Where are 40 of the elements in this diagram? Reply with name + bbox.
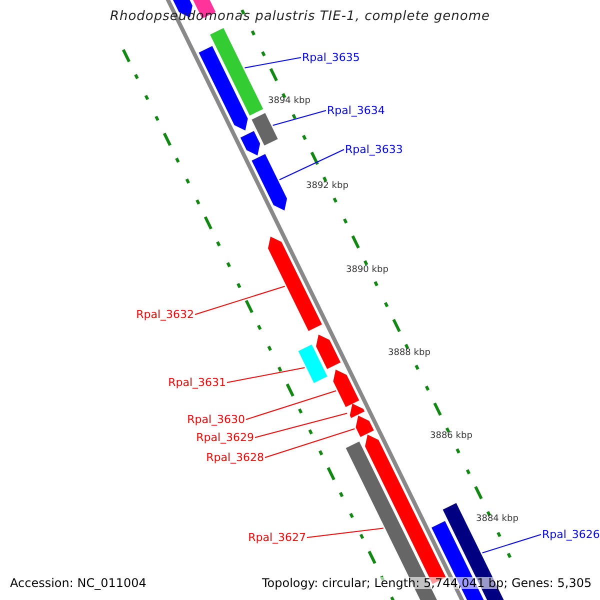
leader-line [264, 428, 356, 458]
gene-block [210, 28, 264, 116]
leader-line [244, 57, 302, 68]
gene-label: Rpal_3635 [302, 52, 360, 63]
genome-info-text: Topology: circular; Length: 5,744,041 bp; Genes: 5,305 [262, 577, 592, 589]
gene-block [316, 334, 341, 370]
leader-line [306, 528, 384, 538]
leader-line [278, 149, 344, 180]
gene-label: Rpal_3632 [136, 309, 194, 320]
tick-label: 3894 kbp [268, 97, 310, 106]
gene-block [268, 236, 322, 332]
map-title: Rhodopseudomonas palustris TIE-1, complete genome [108, 10, 492, 23]
gene-label: Rpal_3626 [542, 529, 600, 540]
gene-label: Rpal_3628 [206, 452, 264, 463]
gene-block [252, 113, 278, 146]
tick-label: 3890 kbp [346, 266, 388, 275]
leader-line [226, 367, 306, 383]
tick-label: 3884 kbp [476, 515, 518, 524]
gene-label: Rpal_3634 [327, 105, 385, 116]
gene-block [198, 46, 248, 130]
gene-block [356, 416, 374, 438]
gene-block [350, 404, 365, 418]
gene-label: Rpal_3629 [196, 432, 254, 443]
tick-label: 3892 kbp [306, 182, 348, 191]
gene-label: Rpal_3631 [168, 377, 226, 388]
leader-line [194, 286, 286, 315]
leader-line [272, 110, 326, 126]
gene-label: Rpal_3633 [345, 144, 403, 155]
leader-line [254, 412, 348, 438]
accession-text: Accession: NC_011004 [10, 577, 146, 589]
gene-block [240, 130, 260, 156]
leader-line [482, 534, 542, 554]
gene-block [252, 154, 288, 210]
gene-label: Rpal_3630 [187, 414, 245, 425]
tick-label: 3886 kbp [430, 432, 472, 441]
tick-label: 3888 kbp [388, 349, 430, 358]
gene-block [298, 344, 328, 383]
leader-line [246, 390, 337, 420]
gene-label: Rpal_3627 [248, 532, 306, 543]
gene-block [333, 370, 360, 408]
